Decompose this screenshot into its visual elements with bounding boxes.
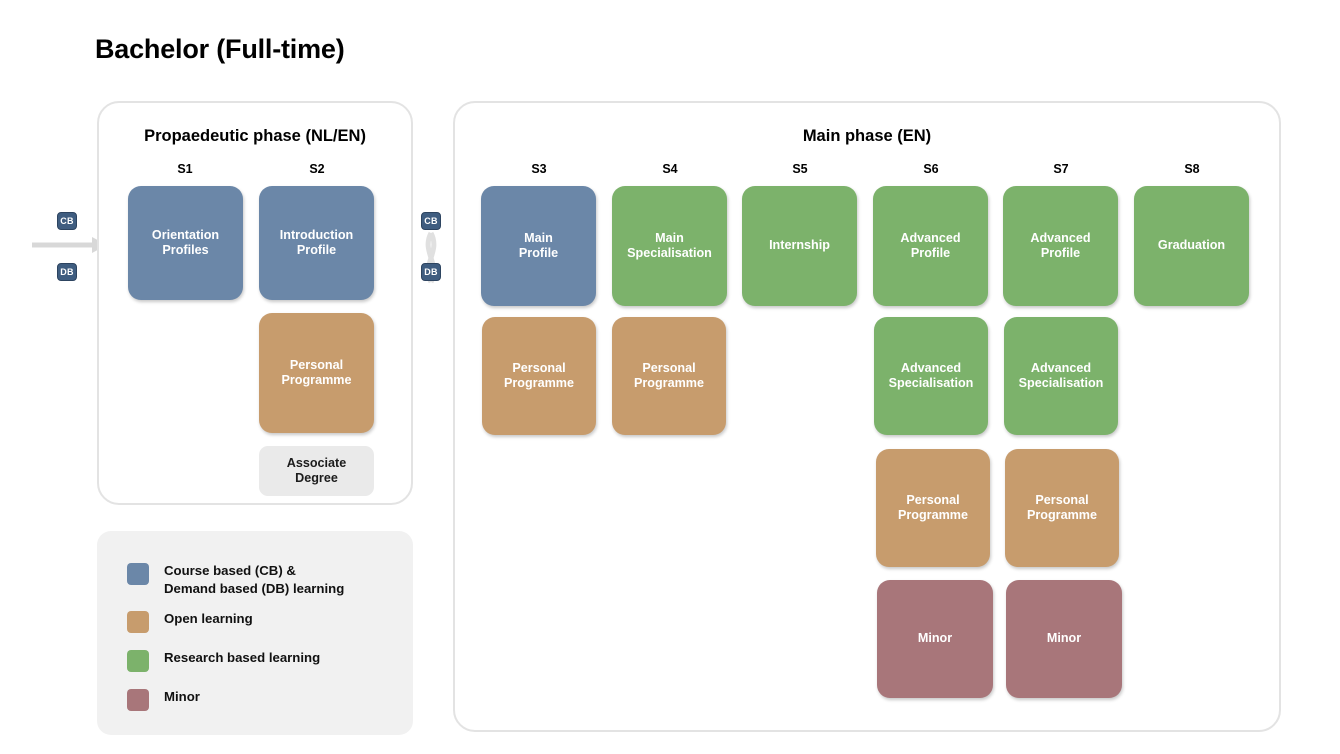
semester-label-s4: S4 [662, 162, 678, 176]
box-internship[interactable]: Internship [742, 186, 857, 306]
legend-item-course-demand-based: Course based (CB) &Demand based (DB) lea… [127, 562, 344, 597]
legend-swatch-minor [127, 689, 149, 711]
transition-badge-db: DB [421, 263, 441, 281]
propaedeutic-phase-title: Propaedeutic phase (NL/EN) [144, 127, 366, 145]
legend-item-open-learning: Open learning [127, 610, 253, 633]
entry-badge-db: DB [57, 263, 77, 281]
legend-label-minor: Minor [164, 689, 200, 704]
main-phase-title: Main phase (EN) [802, 127, 932, 145]
legend-swatch-open-learning [127, 611, 149, 633]
legend-item-minor: Minor [127, 688, 200, 711]
legend-swatch-research-based [127, 650, 149, 672]
entry-badge-cb: CB [57, 212, 77, 230]
legend-label-course-demand-based: Course based (CB) &Demand based (DB) lea… [164, 563, 345, 596]
legend-swatch-course-demand-based [127, 563, 149, 585]
legend-panel: Course based (CB) &Demand based (DB) lea… [97, 531, 413, 735]
semester-label-s2: S2 [309, 162, 325, 176]
legend-label-open-learning: Open learning [164, 611, 253, 626]
legend-item-research-based: Research based learning [127, 649, 320, 672]
semester-label-s6: S6 [923, 162, 939, 176]
box-minor-s6[interactable]: Minor [877, 580, 993, 698]
box-graduation[interactable]: Graduation [1134, 186, 1249, 306]
semester-label-s5: S5 [792, 162, 808, 176]
semester-label-s1: S1 [177, 162, 193, 176]
page-title: Bachelor (Full-time) [95, 34, 345, 64]
box-minor-s7[interactable]: Minor [1006, 580, 1122, 698]
propaedeutic-phase-panel: Propaedeutic phase (NL/EN) [97, 101, 413, 505]
semester-label-s8: S8 [1184, 162, 1200, 176]
semester-label-s7: S7 [1053, 162, 1069, 176]
semester-label-s3: S3 [531, 162, 547, 176]
legend-label-research-based: Research based learning [164, 650, 321, 665]
transition-badge-cb: CB [421, 212, 441, 230]
entry-arrow-icon [32, 237, 107, 253]
